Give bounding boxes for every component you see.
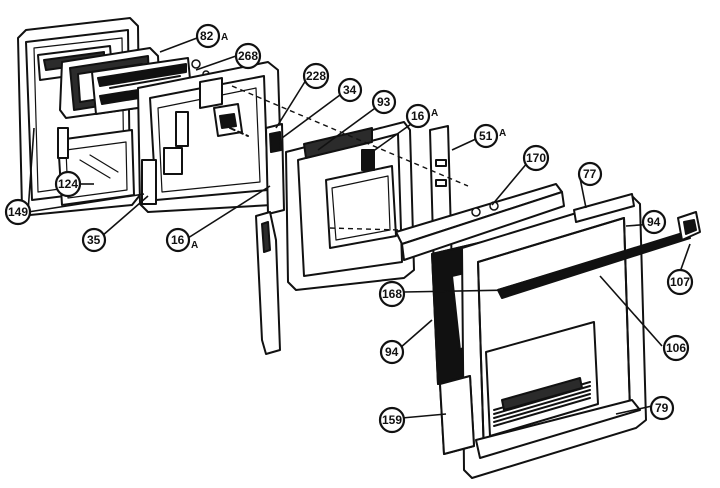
callout-106: 106 <box>662 334 690 362</box>
hinge-clip <box>677 211 701 241</box>
svg-text:16: 16 <box>411 109 425 123</box>
svg-text:94: 94 <box>647 215 661 229</box>
callout-93: 93 <box>371 89 397 115</box>
svg-text:159: 159 <box>382 413 402 427</box>
callout-51a: 51 A <box>473 123 506 149</box>
svg-text:16: 16 <box>171 233 185 247</box>
loose-trim-strip <box>255 211 281 355</box>
svg-text:82: 82 <box>200 29 214 43</box>
leader-lines <box>27 37 691 419</box>
window-frame-assembly <box>59 47 210 119</box>
svg-text:228: 228 <box>306 69 326 83</box>
callout-82a: 82 A <box>195 23 228 49</box>
svg-text:124: 124 <box>58 177 78 191</box>
svg-text:168: 168 <box>382 287 402 301</box>
svg-text:35: 35 <box>87 233 101 247</box>
callout-35: 35 <box>81 227 107 253</box>
callout-79: 79 <box>649 395 675 421</box>
callout-94-left: 94 <box>379 339 405 365</box>
callout-124: 124 <box>54 170 82 198</box>
svg-text:107: 107 <box>670 275 690 289</box>
svg-text:A: A <box>191 240 198 251</box>
svg-text:A: A <box>499 128 506 139</box>
svg-text:79: 79 <box>655 401 669 415</box>
side-rail <box>265 123 285 215</box>
svg-text:34: 34 <box>343 83 357 97</box>
svg-text:106: 106 <box>666 341 686 355</box>
svg-text:A: A <box>431 108 438 119</box>
svg-text:149: 149 <box>8 205 28 219</box>
svg-text:94: 94 <box>385 345 399 359</box>
callout-94-right: 94 <box>641 209 667 235</box>
top-cross-bar <box>395 183 565 261</box>
callout-159: 159 <box>378 406 406 434</box>
outer-door-frame <box>461 193 647 479</box>
callout-77: 77 <box>577 161 603 187</box>
callout-170: 170 <box>522 144 550 172</box>
callout-34: 34 <box>337 77 363 103</box>
svg-text:93: 93 <box>377 95 391 109</box>
callout-268: 268 <box>234 42 262 70</box>
svg-text:A: A <box>221 32 228 43</box>
callout-168: 168 <box>378 280 406 308</box>
inner-door-liner <box>137 61 283 213</box>
callout-228: 228 <box>302 62 330 90</box>
glass-carrier <box>285 121 415 291</box>
svg-text:77: 77 <box>583 167 597 181</box>
lower-drip-tray <box>439 375 475 455</box>
callout-107: 107 <box>666 268 694 296</box>
svg-text:51: 51 <box>479 129 493 143</box>
hinge-rod <box>497 231 691 299</box>
svg-text:268: 268 <box>238 49 258 63</box>
callout-16a-top: 16 A <box>405 103 438 129</box>
svg-text:170: 170 <box>526 151 546 165</box>
callout-149: 149 <box>4 198 32 226</box>
